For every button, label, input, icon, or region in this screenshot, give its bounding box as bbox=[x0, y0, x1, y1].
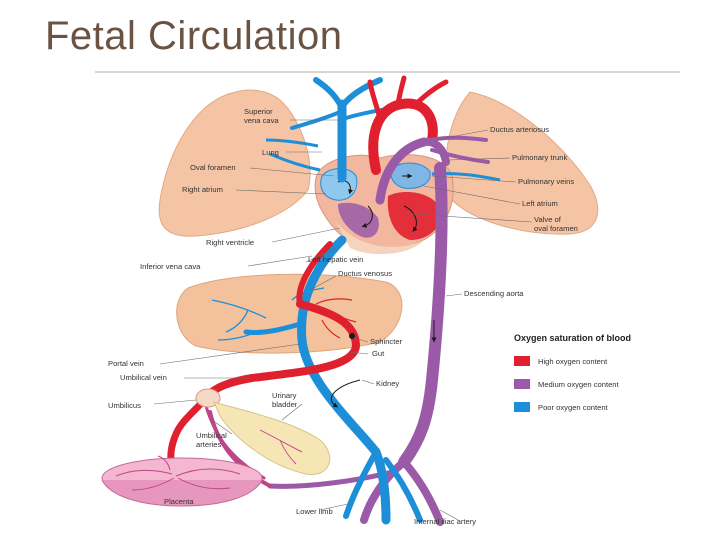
label-inferior-vena-cava: Inferior vena cava bbox=[140, 262, 201, 271]
label-left-hepatic-vein: Left hepatic vein bbox=[308, 255, 363, 264]
label-placenta: Placenta bbox=[164, 497, 194, 506]
label-umbilicus: Umbilicus bbox=[108, 401, 141, 410]
label-superior-vena-cava-1: Superior bbox=[244, 107, 273, 116]
right-lung bbox=[445, 91, 599, 235]
legend-label-poor: Poor oxygen content bbox=[538, 403, 609, 412]
descending-aorta bbox=[398, 162, 448, 468]
label-umbilical-vein: Umbilical vein bbox=[120, 373, 167, 382]
label-oval-foramen: Oval foramen bbox=[190, 163, 236, 172]
right-ventricle-chamber bbox=[338, 202, 379, 238]
legend-swatch-medium bbox=[514, 379, 530, 389]
label-valve-of-oval-foramen-1: Valve of bbox=[534, 215, 562, 224]
label-valve-of-oval-foramen-2: oval foramen bbox=[534, 224, 578, 233]
label-right-ventricle: Right ventricle bbox=[206, 238, 254, 247]
oxygen-legend: Oxygen saturation of blood High oxygen c… bbox=[514, 333, 631, 412]
left-atrium-chamber bbox=[390, 162, 431, 189]
title-divider bbox=[95, 71, 680, 73]
inferior-vena-cava bbox=[243, 235, 423, 525]
placenta-vessels bbox=[115, 455, 241, 491]
pulmonary-trunk bbox=[375, 135, 490, 205]
legend-label-medium: Medium oxygen content bbox=[538, 380, 620, 389]
label-right-atrium: Right atrium bbox=[182, 185, 223, 194]
label-urinary-bladder-1: Urinary bbox=[272, 391, 297, 400]
label-umbilical-arteries-2: arteries bbox=[196, 440, 222, 449]
label-superior-vena-cava-2: vena cava bbox=[244, 116, 279, 125]
label-sphincter: Sphincter bbox=[370, 337, 403, 346]
legend-title: Oxygen saturation of blood bbox=[514, 333, 631, 343]
bladder-vessels bbox=[259, 429, 303, 465]
label-kidney: Kidney bbox=[376, 379, 399, 388]
slide-title: Fetal Circulation bbox=[45, 14, 343, 58]
heart-apex bbox=[336, 222, 424, 255]
kidney-flow-arrow bbox=[330, 379, 361, 408]
label-left-atrium: Left atrium bbox=[522, 199, 558, 208]
label-ductus-venosus: Ductus venosus bbox=[338, 269, 392, 278]
placenta-rim bbox=[101, 479, 263, 507]
label-ductus-arteriosus: Ductus arteriosus bbox=[490, 125, 549, 134]
label-portal-vein: Portal vein bbox=[108, 359, 144, 368]
label-gut: Gut bbox=[372, 349, 385, 358]
legend-swatch-poor bbox=[514, 402, 530, 412]
urinary-bladder bbox=[213, 401, 331, 475]
label-leaders bbox=[153, 119, 533, 521]
label-pulmonary-trunk: Pulmonary trunk bbox=[512, 153, 567, 162]
left-lung bbox=[158, 89, 311, 237]
liver bbox=[176, 273, 403, 354]
label-internal-iliac-artery: Internal iliac artery bbox=[414, 517, 476, 526]
label-lung: Lung bbox=[262, 148, 279, 157]
label-umbilical-arteries-1: Umbilical bbox=[196, 431, 227, 440]
label-descending-aorta: Descending aorta bbox=[464, 289, 524, 298]
label-lower-limb: Lower limb bbox=[296, 507, 333, 516]
legend-swatch-high bbox=[514, 356, 530, 366]
label-pulmonary-veins: Pulmonary veins bbox=[518, 177, 574, 186]
left-ventricle-chamber bbox=[387, 192, 441, 240]
sphincter-marker bbox=[349, 333, 355, 339]
legend-label-high: High oxygen content bbox=[538, 357, 608, 366]
label-urinary-bladder-2: bladder bbox=[272, 400, 298, 409]
aortic-arch bbox=[367, 75, 449, 175]
